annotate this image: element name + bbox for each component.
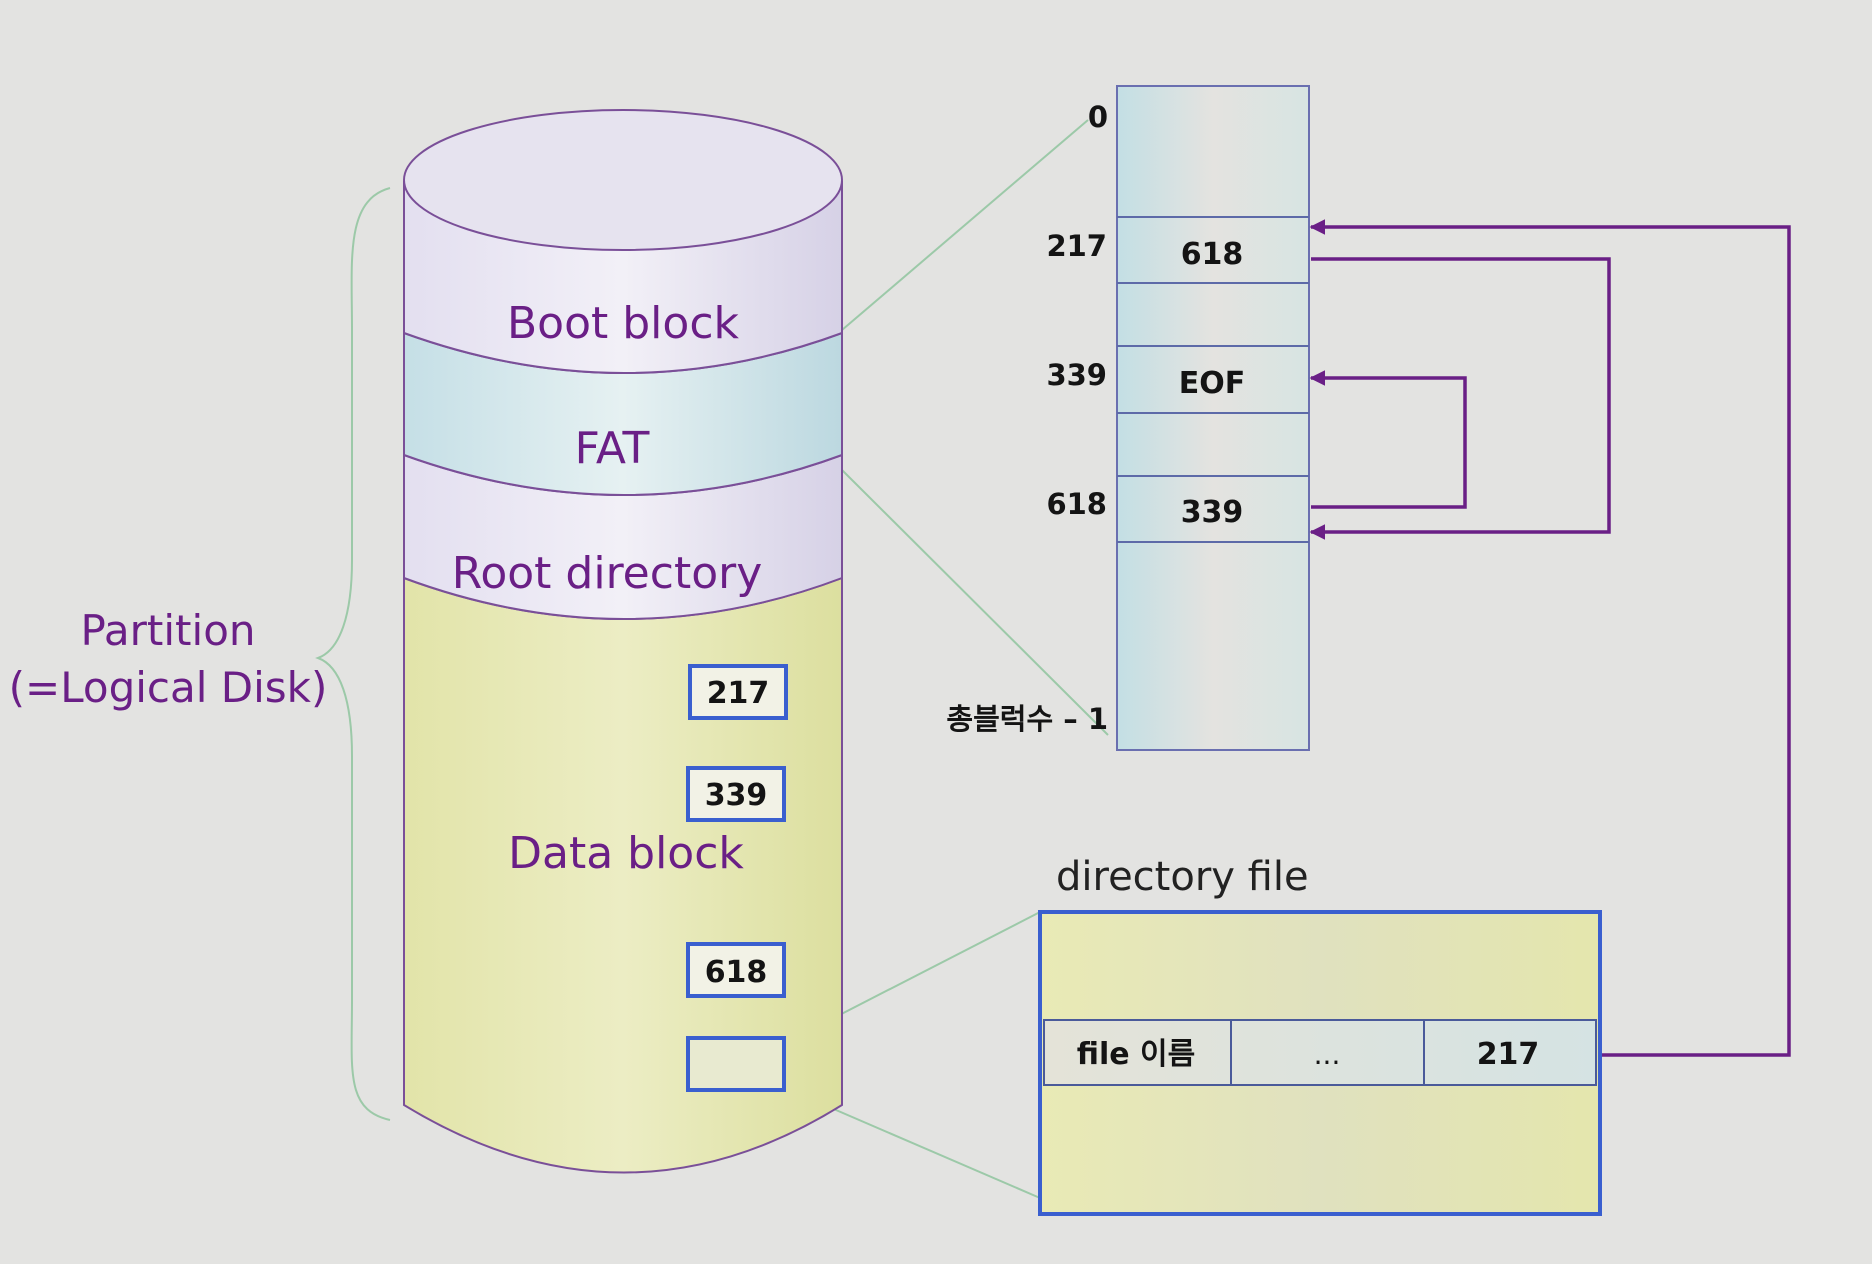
- partition-brace: [315, 187, 391, 1121]
- partition-label-line2: (=Logical Disk): [9, 663, 328, 712]
- fat-table: 618 EOF 339 0 217 339 618 총블럭수 – 1: [946, 85, 1310, 751]
- data-block-box-618: [686, 942, 786, 998]
- fat-table-frame: [1116, 85, 1310, 751]
- data-block-box-217: [688, 664, 788, 720]
- leader-fat-to-fat-bottom: [841, 469, 1109, 736]
- data-block-box-339: [686, 766, 786, 822]
- directory-entry-ellipsis: ...: [1314, 1038, 1341, 1071]
- directory-entry-start-block: 217: [1477, 1037, 1540, 1072]
- data-block-box-217-label: 217: [707, 676, 770, 711]
- arrow-618-to-339: [1309, 370, 1467, 509]
- fat-label: FAT: [575, 423, 650, 474]
- leader-boot-to-fat-top: [841, 119, 1089, 331]
- data-block-box-directory: [686, 1036, 786, 1092]
- fat-entry-217: 618: [1181, 237, 1244, 272]
- partition-label-line1: Partition: [80, 606, 255, 655]
- fat-index-0: 0: [1088, 100, 1108, 134]
- fat-index-217: 217: [1046, 229, 1107, 263]
- fat-entry-339: EOF: [1179, 366, 1246, 401]
- data-block-box-618-label: 618: [705, 955, 768, 990]
- data-block-label: Data block: [508, 828, 744, 879]
- directory-entry-name: file 이름: [1077, 1037, 1196, 1072]
- root-directory-label: Root directory: [452, 548, 763, 599]
- data-block-box-339-label: 339: [705, 778, 768, 813]
- fat-index-618: 618: [1046, 487, 1107, 521]
- directory-entry-row: [1043, 1019, 1597, 1086]
- boot-block-label: Boot block: [507, 298, 740, 349]
- fat-index-last: 총블럭수 – 1: [946, 702, 1108, 736]
- arrow-217-to-618: [1309, 257, 1611, 540]
- disk-top: [403, 109, 843, 251]
- fat-index-339: 339: [1046, 358, 1107, 392]
- fat-entry-618: 339: [1181, 495, 1244, 530]
- disk-cylinder: Boot block FAT Root directory Data block…: [403, 109, 843, 1174]
- fat-chain-arrows: [1309, 219, 1791, 1057]
- directory-file-title: directory file: [1056, 854, 1309, 900]
- directory-file: directory file file 이름 ... 217: [1038, 854, 1602, 1216]
- arrow-dir-to-217: [1309, 219, 1791, 1057]
